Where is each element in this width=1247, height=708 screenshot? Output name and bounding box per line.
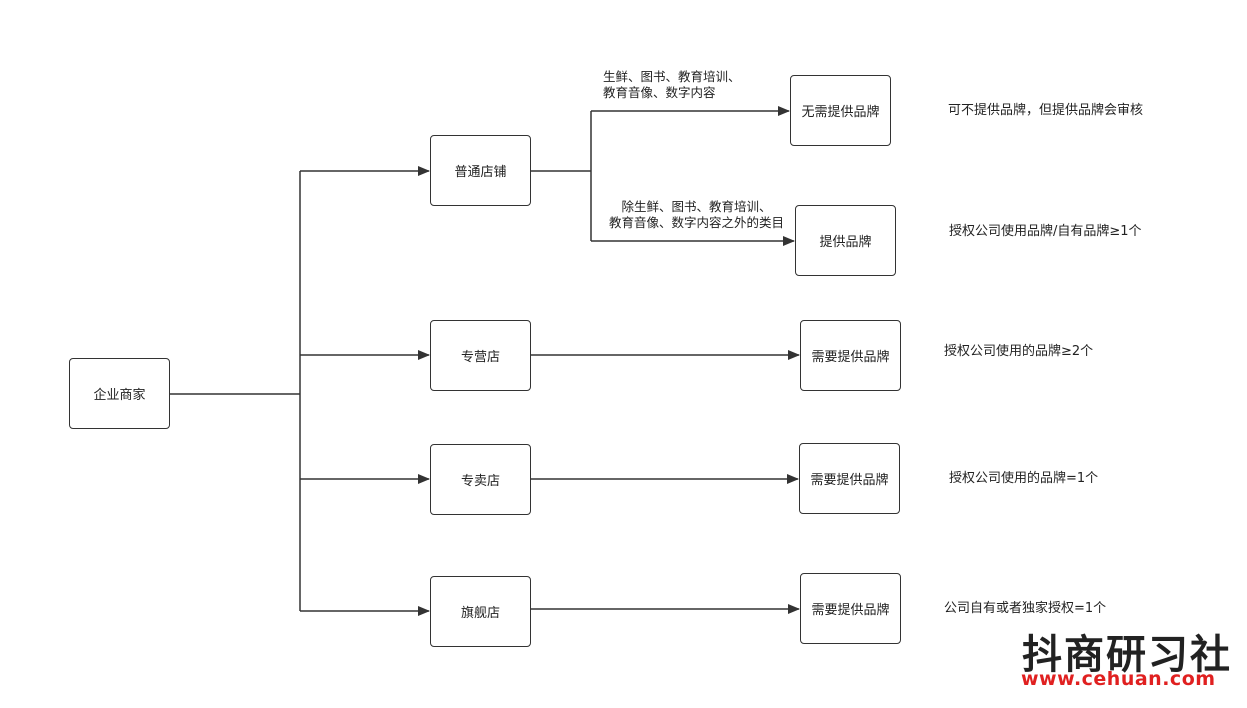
- exclusive-store-node: 专卖店: [430, 444, 531, 515]
- general-store-node: 普通店铺: [430, 135, 531, 206]
- note-flagship: 公司自有或者独家授权=1个: [944, 601, 1107, 616]
- watermark-url: www.cehuan.com: [1021, 668, 1216, 690]
- watermark-title: 抖商研习社: [1022, 632, 1232, 678]
- edge-label-general-upper: 生鲜、图书、教育培训、 教育音像、数字内容: [603, 69, 741, 101]
- brand-provide-node: 提供品牌: [795, 205, 896, 276]
- brand-required-exclusive-node: 需要提供品牌: [799, 443, 900, 514]
- specialty-store-node: 专营店: [430, 320, 531, 391]
- flagship-store-node: 旗舰店: [430, 576, 531, 647]
- root-node: 企业商家: [69, 358, 170, 429]
- edge-label-general-lower: 除生鲜、图书、教育培训、 教育音像、数字内容之外的类目: [609, 199, 784, 231]
- edge-label-line: 除生鲜、图书、教育培训、: [621, 199, 772, 214]
- note-not-required: 可不提供品牌，但提供品牌会审核: [948, 103, 1144, 118]
- edge-label-line: 教育音像、数字内容: [603, 85, 716, 100]
- note-provide: 授权公司使用品牌/自有品牌≥1个: [949, 224, 1142, 239]
- note-exclusive: 授权公司使用的品牌=1个: [949, 471, 1099, 486]
- brand-required-specialty-node: 需要提供品牌: [800, 320, 901, 391]
- brand-not-required-node: 无需提供品牌: [790, 75, 891, 146]
- edge-label-line: 生鲜、图书、教育培训、: [603, 69, 741, 84]
- note-specialty: 授权公司使用的品牌≥2个: [944, 344, 1094, 359]
- brand-required-flagship-node: 需要提供品牌: [800, 573, 901, 644]
- edge-label-line: 教育音像、数字内容之外的类目: [609, 215, 785, 230]
